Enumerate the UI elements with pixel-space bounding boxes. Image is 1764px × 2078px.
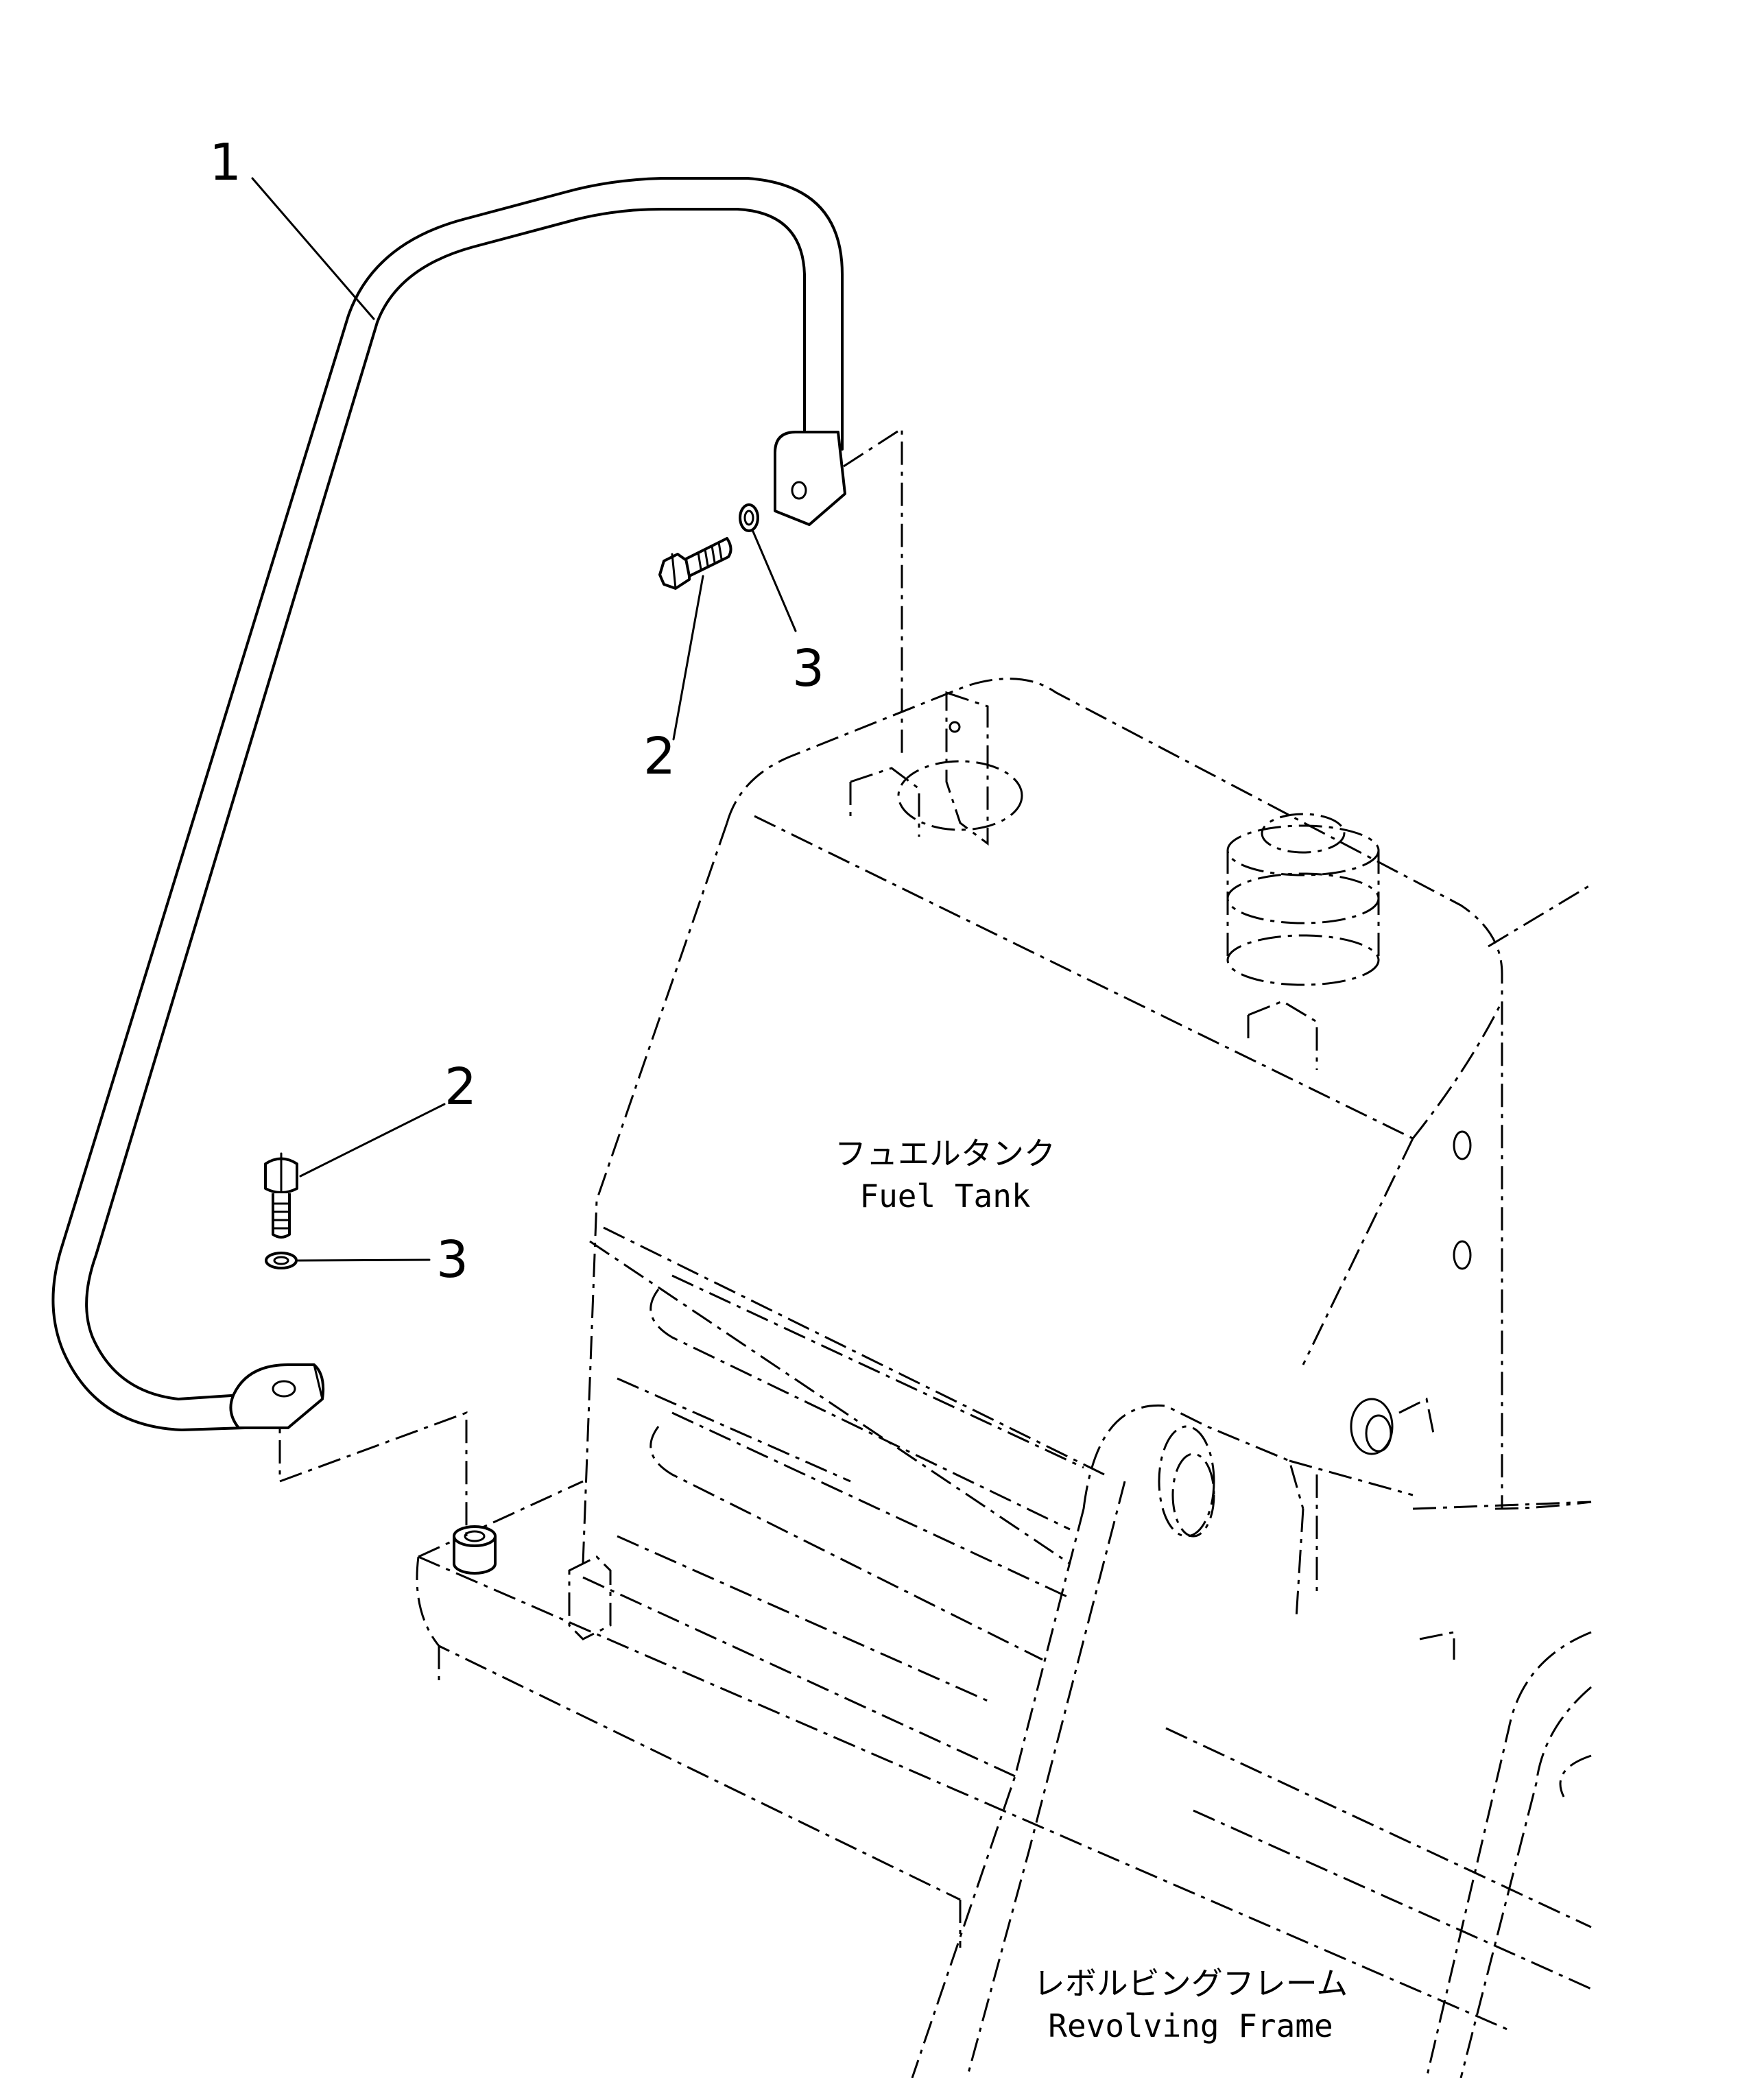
revolving-frame-label-en: Revolving Frame	[1048, 2007, 1333, 2044]
assembly-centerlines	[278, 427, 903, 1536]
handrail-lower-foot-plate	[229, 1363, 325, 1429]
revolving-frame-outline	[416, 1377, 1592, 2031]
washer-lower	[265, 1252, 298, 1269]
bolt-upper	[658, 537, 732, 590]
tank-side-holes	[1350, 1130, 1472, 1455]
bolt-lower	[264, 1152, 298, 1239]
boom-bracket	[911, 1397, 1592, 2078]
revolving-frame-label-jp: レボルビングフレーム	[1034, 1965, 1348, 2002]
callout-washer-lower: 3	[436, 1230, 468, 1289]
fuel-tank-label-en: Fuel Tank	[859, 1178, 1030, 1215]
callout-bolt-upper: 2	[643, 727, 676, 786]
leader-lines	[251, 177, 797, 1262]
callout-bolt-lower: 2	[444, 1058, 477, 1116]
handrail	[51, 177, 844, 1431]
callout-washer-upper: 3	[792, 639, 824, 698]
filler-cap	[1226, 813, 1380, 986]
washer-upper	[739, 503, 759, 532]
callout-handrail: 1	[209, 133, 241, 192]
frame-mount-boss	[453, 1525, 612, 1640]
handrail-upper-foot-plate	[774, 431, 846, 526]
fuel-tank-outline	[582, 678, 1592, 1565]
tank-side-slots	[649, 1274, 1084, 1661]
tank-upper-bracket	[849, 691, 1318, 1070]
fuel-tank-label-jp: フュエルタンク	[835, 1135, 1056, 1172]
